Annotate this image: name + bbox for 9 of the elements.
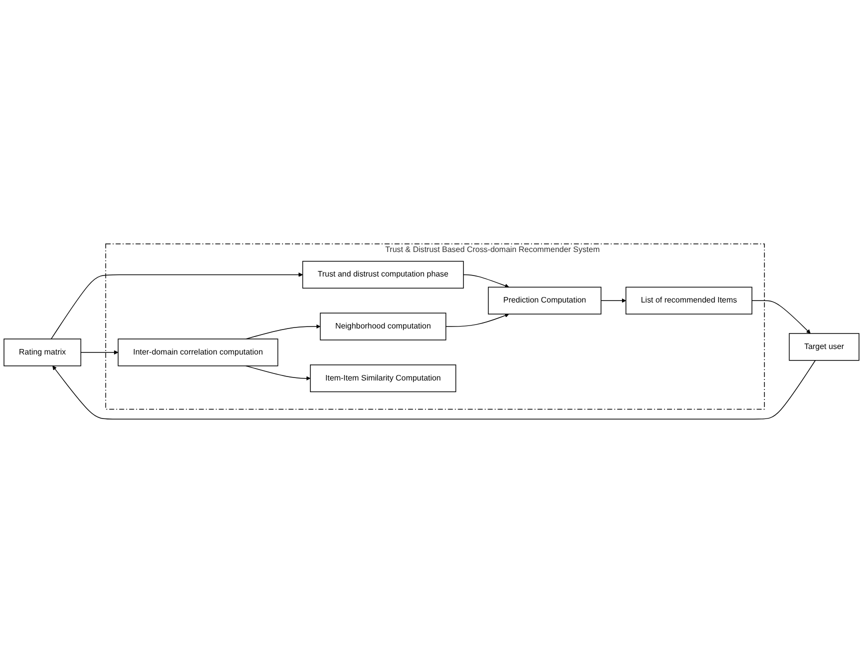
arrow — [52, 360, 816, 420]
arrow — [600, 298, 626, 303]
arrow — [50, 272, 303, 340]
arrow — [246, 324, 320, 340]
arrow — [752, 300, 811, 334]
arrow — [463, 274, 510, 288]
arrow — [80, 350, 118, 355]
arrow — [246, 366, 311, 380]
arrow — [445, 313, 510, 327]
